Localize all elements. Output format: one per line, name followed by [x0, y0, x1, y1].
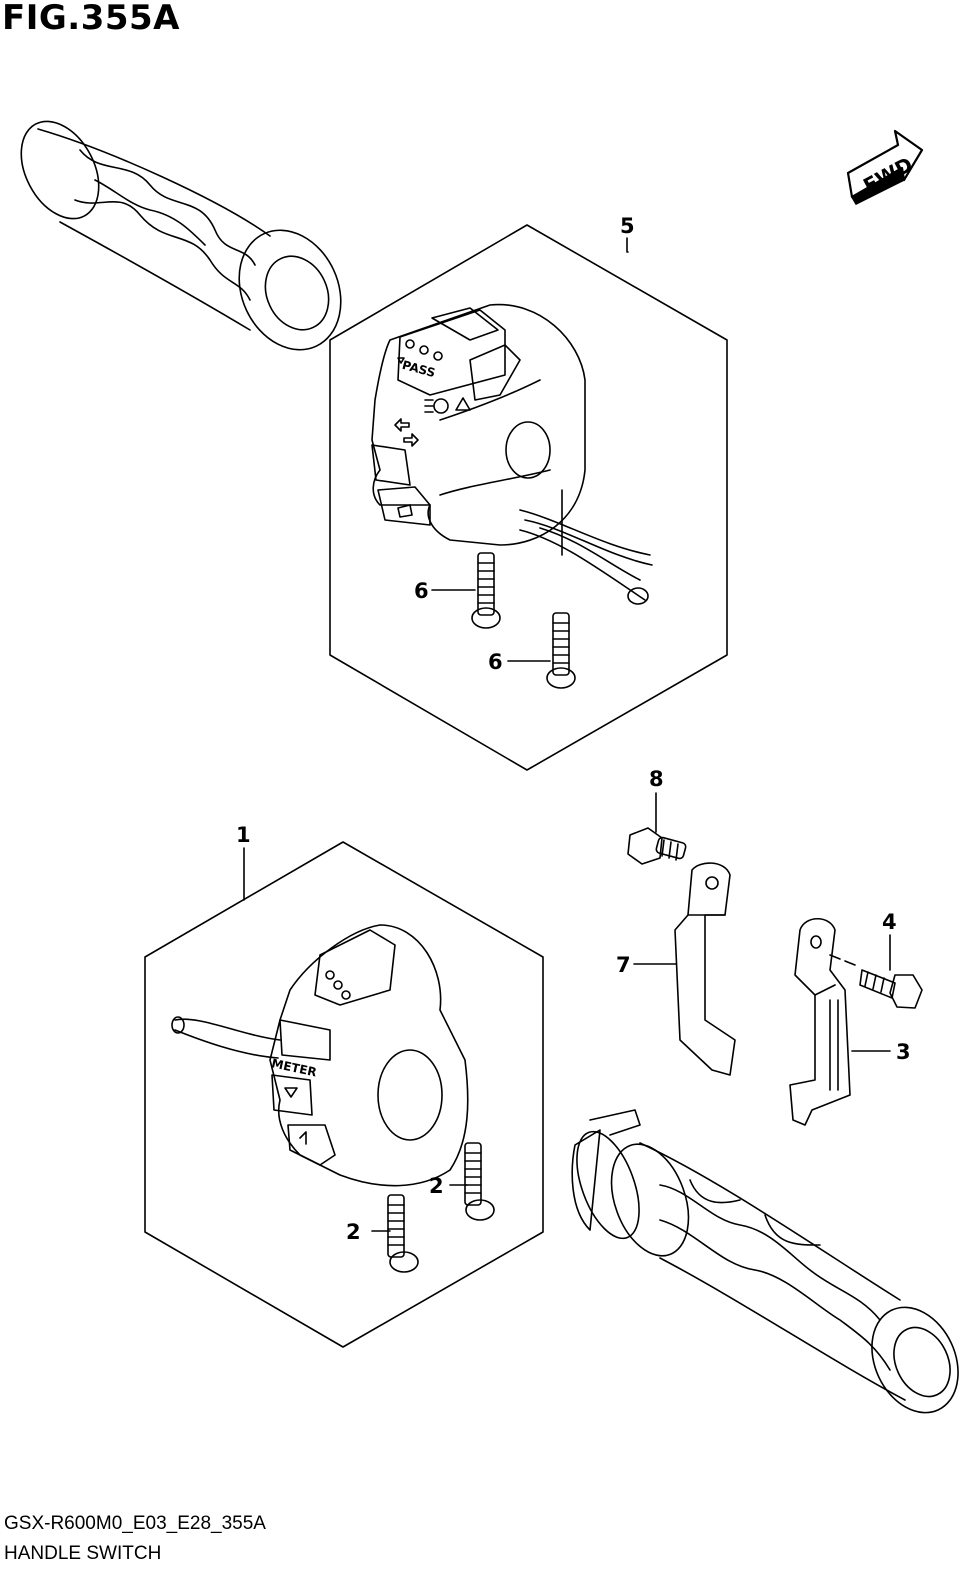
callout-6a: 6: [414, 579, 429, 603]
part-1-left-switch: METER: [171, 924, 469, 1187]
diagram-code: GSX-R600M0_E03_E28_355A: [4, 1513, 266, 1534]
part-6-screw-b: [546, 612, 576, 689]
callout-1: 1: [236, 823, 251, 847]
callout-4: 4: [882, 910, 897, 934]
pass-label: PASS: [401, 358, 437, 380]
callout-3: 3: [896, 1040, 911, 1064]
callout-2b: 2: [429, 1174, 444, 1198]
part-7-bracket: [674, 862, 736, 1076]
callout-7: 7: [616, 953, 631, 977]
diagram-name: HANDLE SWITCH: [4, 1543, 162, 1564]
callout-5: 5: [620, 214, 635, 238]
callout-8: 8: [649, 767, 664, 791]
leader-lines: [243, 237, 891, 1232]
part-2-screw-b: [464, 1142, 495, 1221]
part-8-bolt: [627, 827, 687, 865]
callout-6b: 6: [488, 650, 503, 674]
left-handle-grip: [20, 120, 342, 351]
part-3-bracket: [789, 917, 851, 1126]
part-6-screw-a: [471, 552, 501, 629]
part-4-bolt: [829, 954, 923, 1009]
part-5-hexagon: [329, 224, 728, 771]
figure-title: FIG.355A: [2, 0, 180, 38]
part-1-hexagon: [144, 841, 544, 1348]
part-5-right-switch: PASS: [371, 303, 653, 605]
part-2-screw-a: [387, 1194, 419, 1273]
forward-arrow-icon: FWD: [846, 129, 924, 205]
callout-2a: 2: [346, 1220, 361, 1244]
right-handle-grip: [571, 1109, 959, 1414]
